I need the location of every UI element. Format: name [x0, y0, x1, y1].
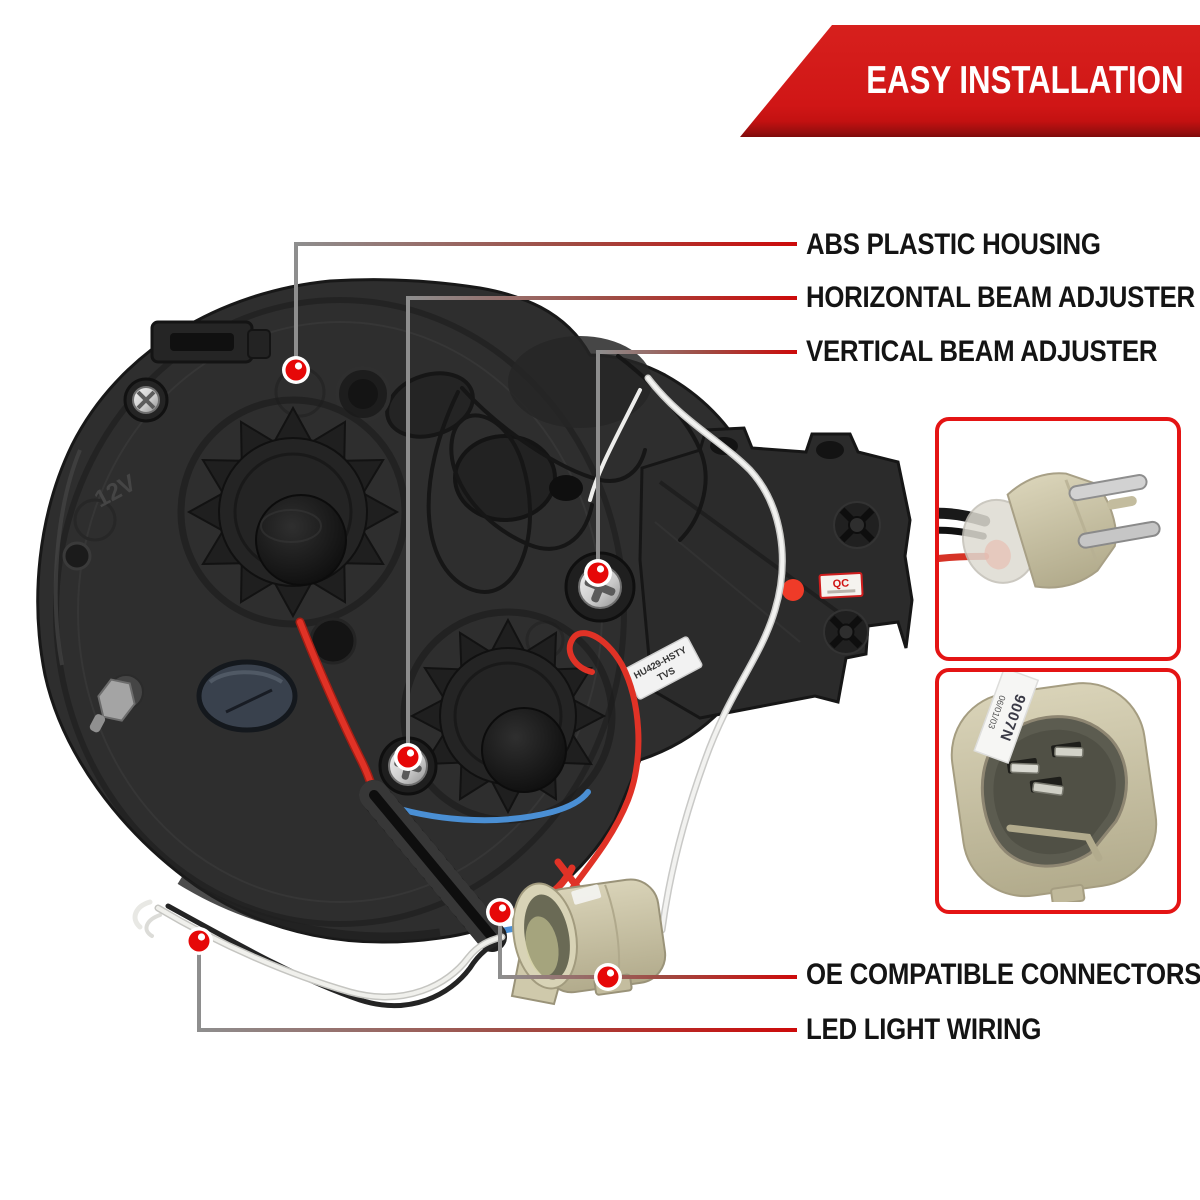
- bulb-cap-right: [400, 608, 616, 824]
- metal-prongs: [1068, 474, 1161, 549]
- callout-label-horizontal-beam-adjuster: HORIZONTAL BEAM ADJUSTER: [806, 281, 1195, 314]
- callout-label-vertical-beam-adjuster: VERTICAL BEAM ADJUSTER: [806, 335, 1158, 368]
- mounting-bracket: QC HU429-HSTY TVS: [623, 426, 914, 720]
- red-dot-sticker: [782, 579, 804, 601]
- callout-dot: [584, 559, 612, 587]
- callout-dot: [486, 898, 514, 926]
- corrugated-tube: [359, 780, 507, 952]
- headlight-housing: 12V: [36, 278, 773, 944]
- qc-sticker: QC: [818, 571, 864, 599]
- wedge-bulb-illustration: [939, 472, 1161, 589]
- callout-dot: [394, 743, 422, 771]
- housing-screw-top-left: [123, 377, 169, 423]
- callout-dot: [282, 356, 310, 384]
- inset-9007-connector-photo: 9007N 06/01/03: [935, 668, 1181, 914]
- bulb-cap-left: [177, 396, 409, 628]
- connector-pins: [1006, 741, 1084, 796]
- inset-wedge-bulb-photo: [935, 417, 1181, 661]
- top-mounting-tab: [150, 320, 271, 364]
- hex-bolt: [89, 674, 144, 733]
- callout-line-abs-plastic-housing: [294, 242, 797, 370]
- callout-lines: [197, 242, 797, 1032]
- callout-label-oe-compatible-connectors: OE COMPATIBLE CONNECTORS: [806, 958, 1200, 991]
- callout-line-led-light-wiring: [197, 941, 797, 1032]
- 9007-connector-illustration: 9007N 06/01/03: [950, 672, 1158, 902]
- callout-line-vertical-beam-adjuster: [596, 350, 797, 573]
- callout-dot: [185, 927, 213, 955]
- callout-dot: [594, 963, 622, 991]
- white-wire-right: [588, 374, 786, 934]
- callout-dots: [185, 356, 622, 991]
- part-number-sticker: HU429-HSTY TVS: [623, 636, 703, 700]
- open-bulb-hole: [196, 659, 298, 733]
- oe-connector: [510, 878, 667, 1006]
- callout-line-horizontal-beam-adjuster: [406, 296, 797, 757]
- banner-title: EASY INSTALLATION: [866, 59, 1184, 102]
- socket-body: [1006, 472, 1117, 589]
- callout-line-oe-compatible-connectors: [498, 912, 797, 979]
- easy-installation-banner: EASY INSTALLATION: [740, 25, 1200, 137]
- svg-text:QC: QC: [832, 578, 849, 591]
- bracket-boss-upper: [833, 501, 881, 549]
- led-light-wires: [132, 899, 561, 1009]
- callout-label-led-light-wiring: LED LIGHT WIRING: [806, 1013, 1042, 1046]
- bracket-boss-lower: [823, 609, 869, 655]
- connector-rib: [1006, 824, 1103, 862]
- callout-label-abs-plastic-housing: ABS PLASTIC HOUSING: [806, 228, 1101, 261]
- housing-rivet: [62, 541, 92, 571]
